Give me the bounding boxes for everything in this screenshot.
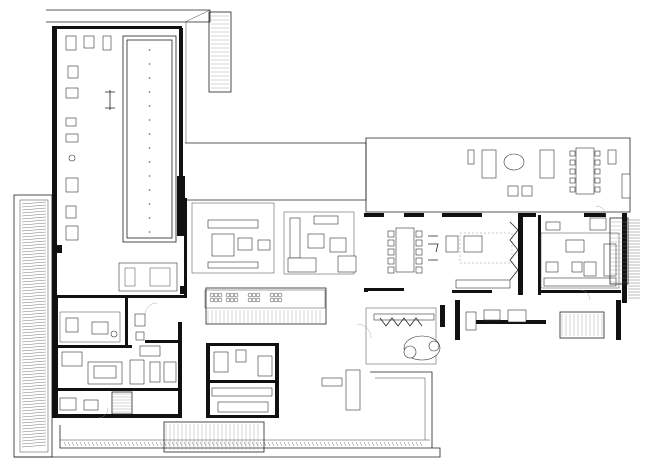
exterior-stair-top xyxy=(208,11,232,93)
door-swings xyxy=(97,205,607,419)
kitchen-block xyxy=(540,217,620,289)
lower-left-rooms xyxy=(59,311,177,411)
dining-area xyxy=(387,221,519,289)
planter-row xyxy=(204,289,326,309)
bar-lounge xyxy=(321,307,527,411)
outdoor-dining xyxy=(467,147,631,199)
terrace-hatching xyxy=(21,201,640,448)
pool xyxy=(118,35,178,292)
walls xyxy=(52,26,627,418)
gym-equipment xyxy=(65,35,115,241)
site-outline xyxy=(13,9,631,458)
lounge-furniture xyxy=(191,202,357,275)
service-rooms xyxy=(211,349,273,413)
stairs xyxy=(111,217,629,453)
